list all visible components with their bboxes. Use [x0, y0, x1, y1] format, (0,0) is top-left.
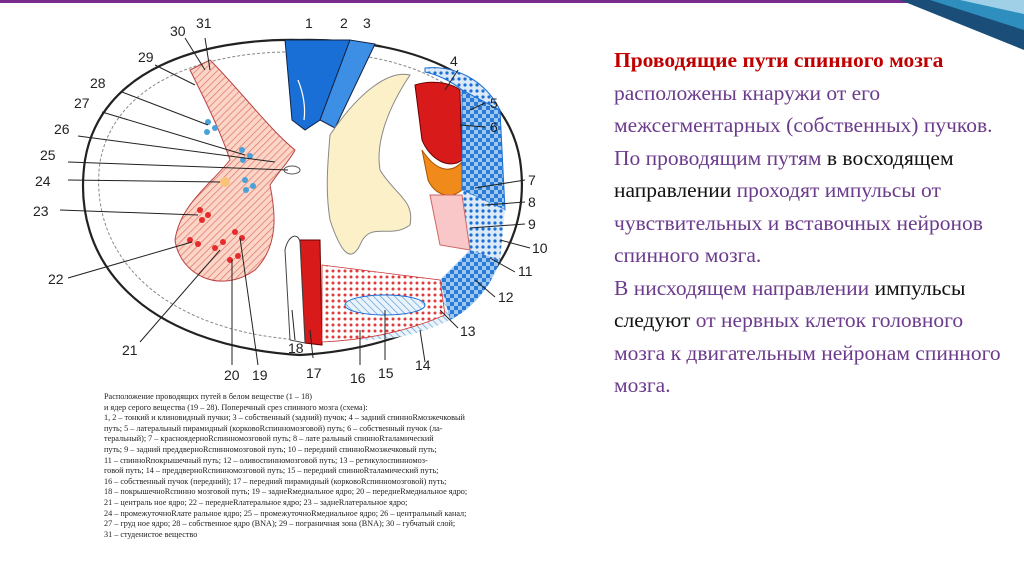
caption-line: путь; 5 – латеральный пирамидный (корков… [104, 423, 443, 433]
label-26: 26 [54, 121, 70, 137]
label-8: 8 [528, 194, 536, 210]
label-13: 13 [460, 323, 476, 339]
label-27: 27 [74, 95, 90, 111]
caption-line: 11 – спинноRпокрышечный путь; 12 – оливо… [104, 455, 428, 465]
caption-line: говой путь; 14 – преддверноRспинномозгов… [104, 466, 439, 476]
figure-caption: Расположение проводящих путей в белом ве… [104, 392, 544, 540]
caption-line: 21 – централь ное ядро; 22 – переднеRлат… [104, 497, 408, 507]
label-11: 11 [518, 263, 533, 279]
label-12: 12 [498, 289, 514, 305]
text-span: в восходящем направлении [614, 145, 954, 203]
label-17: 17 [306, 365, 322, 381]
slide-decoration [0, 0, 1024, 50]
text-span: мозга к двигательным нейронам спинного м… [614, 340, 1001, 398]
caption-line: Расположение проводящих путей в белом ве… [104, 392, 312, 401]
caption-line: путь; 9 – задний преддверноRспинномозгов… [104, 444, 437, 454]
caption-line: 16 – собственный пучок (передний); 17 – … [104, 476, 447, 486]
label-19: 19 [252, 367, 268, 383]
label-24: 24 [35, 173, 51, 189]
main-text: Проводящие пути спинного мозга расположе… [614, 44, 1004, 402]
caption-line: 31 – студенистое вещество [104, 529, 198, 539]
text-span: В нисходящем направлении [614, 275, 875, 300]
label-31: 31 [196, 15, 212, 31]
label-22: 22 [48, 271, 64, 287]
label-25: 25 [40, 147, 56, 163]
text-span: расположены кнаружи от его межсегментарн… [614, 80, 993, 170]
text-span: импульсы следуют [614, 275, 966, 333]
label-6: 6 [490, 119, 498, 135]
label-30: 30 [170, 23, 186, 39]
label-21: 21 [122, 342, 138, 358]
label-5: 5 [490, 95, 498, 111]
caption-line: и ядер серого вещества (19 – 28). Попере… [104, 402, 368, 412]
label-16: 16 [350, 370, 366, 386]
label-23: 23 [33, 203, 49, 219]
label-7: 7 [528, 172, 536, 188]
caption-line: 1, 2 – тонкий и клиновидный пучки; 3 – с… [104, 413, 465, 423]
paragraph-1: Проводящие пути спинного мозга расположе… [614, 44, 1004, 272]
paragraph-2: В нисходящем направлении импульсы следую… [614, 272, 1004, 337]
label-15: 15 [378, 365, 394, 381]
caption-line: 18 – покрышечноRспинно мозговой путь; 19… [104, 487, 468, 497]
caption-line: 24 – промежуточноRлате ральное ядро; 25 … [104, 508, 467, 518]
caption-line: теральный); 7 – красноядерноRспинномозго… [104, 434, 434, 444]
spinal-cord-cross-section-diagram: 1 2 3 4 5 6 7 8 9 10 11 12 13 14 15 16 1… [33, 15, 548, 386]
text-span: от нервных клеток головного [690, 308, 964, 332]
label-18: 18 [288, 340, 304, 356]
label-14: 14 [415, 357, 431, 373]
label-29: 29 [138, 49, 154, 65]
label-1: 1 [305, 15, 313, 31]
label-2: 2 [340, 15, 348, 31]
label-4: 4 [450, 53, 458, 69]
label-20: 20 [224, 367, 240, 383]
caption-line: 27 – груд ное ядро; 28 – собственное ядр… [104, 519, 456, 529]
label-10: 10 [532, 240, 548, 256]
paragraph-3: мозга к двигательным нейронам спинного м… [614, 337, 1004, 402]
label-28: 28 [90, 75, 106, 91]
heading-phrase: Проводящие пути спинного мозга [614, 48, 944, 72]
label-3: 3 [363, 15, 371, 31]
label-9: 9 [528, 216, 536, 232]
text-span: проходят импульсы от чувствительных и вс… [614, 178, 983, 267]
